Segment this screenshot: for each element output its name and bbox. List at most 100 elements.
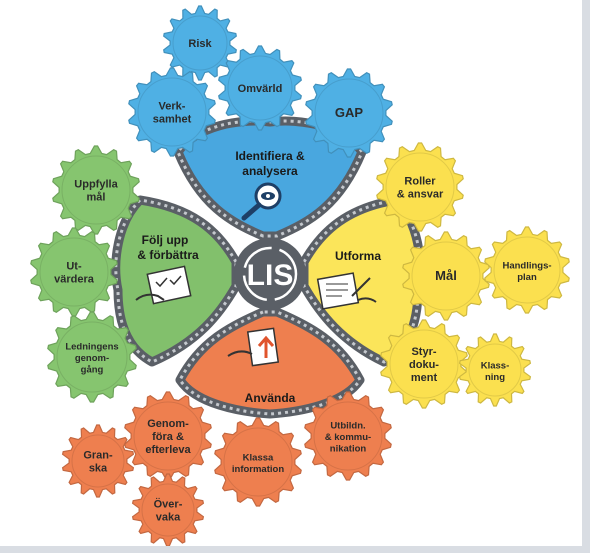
gear-styrdokument-label: Styr- <box>411 346 436 358</box>
gear-overvaka-label: vaka <box>156 512 181 524</box>
gear-genomfora-label: föra & <box>152 431 184 443</box>
gear-roller: Roller& ansvar <box>376 142 464 232</box>
gear-mal-shape <box>402 231 490 321</box>
gear-klassning-label: ning <box>485 372 505 383</box>
gear-utbildn-label: nikation <box>330 444 367 455</box>
petal-use-label: Använda <box>245 391 296 405</box>
frame-border-right <box>582 0 590 553</box>
gear-risk: Risk <box>163 5 237 81</box>
gear-uppfylla-label: Uppfylla <box>74 179 118 191</box>
petal-identify-label-2: analysera <box>242 164 298 178</box>
gear-klassa-shape <box>214 417 302 507</box>
gear-klassning-rim <box>468 343 522 397</box>
gear-gap-label: GAP <box>335 105 364 120</box>
gear-utbildn-label: Utbildn. <box>330 421 365 432</box>
gear-styrdokument: Styr-doku-ment <box>380 319 468 409</box>
gear-roller-shape <box>376 142 464 232</box>
gear-verksamhet-rim <box>137 77 207 147</box>
gear-overvaka-label: Över- <box>154 498 183 511</box>
gear-genomfora-rim <box>133 401 203 471</box>
gear-handlingsplan-label: Handlings- <box>502 260 551 271</box>
gear-klassning: Klass-ning <box>458 333 532 407</box>
gear-klassning-label: Klass- <box>481 360 510 371</box>
gear-handlingsplan: Handlings-plan <box>484 226 570 314</box>
gear-risk-label: Risk <box>188 38 212 50</box>
gear-utbildn-shape <box>304 391 392 481</box>
magnifier-eye-icon <box>241 182 282 221</box>
gear-utvardera-rim <box>39 237 109 307</box>
gear-utvardera-label: Ut- <box>66 261 82 273</box>
gear-granska: Gran-ska <box>61 424 135 498</box>
gear-utbildn-rim <box>313 401 383 471</box>
gear-klassa-label: information <box>232 464 284 475</box>
gear-genomfora-label: efterleva <box>145 444 191 456</box>
checklist-hand-icon <box>135 265 192 305</box>
petal-follow-label-2: & förbättra <box>137 248 199 262</box>
frame-border-bottom <box>0 546 590 553</box>
gear-styrdokument-label: ment <box>411 372 438 384</box>
petal-identify-label-1: Identifiera & <box>235 149 305 163</box>
gear-granska-label: Gran- <box>83 450 113 462</box>
petal-follow: Följ upp & förbättra <box>111 195 241 367</box>
gear-risk-shape <box>163 5 237 81</box>
gear-klassning-shape <box>458 333 532 407</box>
center-hub: LIS <box>234 238 306 310</box>
gear-granska-rim <box>71 434 125 488</box>
gear-roller-label: & ansvar <box>397 189 444 201</box>
gear-handlingsplan-label: plan <box>517 272 537 283</box>
gear-ledningens-shape <box>47 311 137 403</box>
gear-overvaka: Över-vaka <box>131 473 205 547</box>
gear-genomfora-label: Genom- <box>147 418 189 430</box>
gear-overvaka-rim <box>141 483 195 537</box>
center-label: LIS <box>247 259 294 292</box>
gear-granska-shape <box>61 424 135 498</box>
petal-use: Använda <box>175 307 365 419</box>
petal-follow-label-1: Följ upp <box>142 233 189 247</box>
gear-uppfylla-shape <box>52 145 140 235</box>
gear-handlingsplan-rim <box>493 236 561 304</box>
gear-gap-shape <box>305 68 393 158</box>
gear-ledningens-rim <box>56 321 128 393</box>
gear-utbildn: Utbildn.& kommu-nikation <box>304 391 392 481</box>
gear-utvardera-label: värdera <box>54 274 95 286</box>
gear-verksamhet-shape <box>128 67 216 157</box>
gear-uppfylla-label: mål <box>87 192 106 204</box>
document-upload-icon <box>227 327 280 367</box>
gear-omvarld-shape <box>218 45 302 131</box>
gear-styrdokument-rim <box>389 329 459 399</box>
gear-ledningens-label: gång <box>81 365 104 376</box>
petal-design-label: Utforma <box>335 249 381 263</box>
gear-styrdokument-label: doku- <box>409 359 439 371</box>
gear-granska-label: ska <box>89 463 108 475</box>
gear-roller-rim <box>385 152 455 222</box>
gear-risk-rim <box>172 15 228 71</box>
gear-ledningens-label: genom- <box>75 353 109 364</box>
gear-handlingsplan-shape <box>484 226 570 314</box>
gear-verksamhet-label: Verk- <box>159 101 186 113</box>
gear-omvarld-rim <box>227 55 293 121</box>
gear-styrdokument-shape <box>380 319 468 409</box>
gear-genomfora: Genom-föra &efterleva <box>124 391 212 481</box>
gear-klassa-rim <box>223 427 293 497</box>
gear-utvardera-shape <box>30 227 118 317</box>
gear-gap-rim <box>314 78 384 148</box>
gear-genomfora-shape <box>124 391 212 481</box>
gear-mal-label: Mål <box>435 268 457 283</box>
gear-utvardera: Ut-värdera <box>30 227 118 317</box>
writing-hand-icon <box>316 272 377 310</box>
gear-omvarld-label: Omvärld <box>238 83 283 95</box>
gear-gap: GAP <box>305 68 393 158</box>
gear-klassa-label: Klassa <box>243 452 274 463</box>
gear-mal: Mål <box>402 231 490 321</box>
gear-mal-rim <box>411 241 481 311</box>
gear-roller-label: Roller <box>404 176 436 188</box>
gear-omvarld: Omvärld <box>218 45 302 131</box>
gear-verksamhet-label: samhet <box>153 114 192 126</box>
gear-ledningens-label: Ledningens <box>65 342 118 353</box>
gear-utbildn-label: & kommu- <box>325 432 371 443</box>
gear-overvaka-shape <box>131 473 205 547</box>
